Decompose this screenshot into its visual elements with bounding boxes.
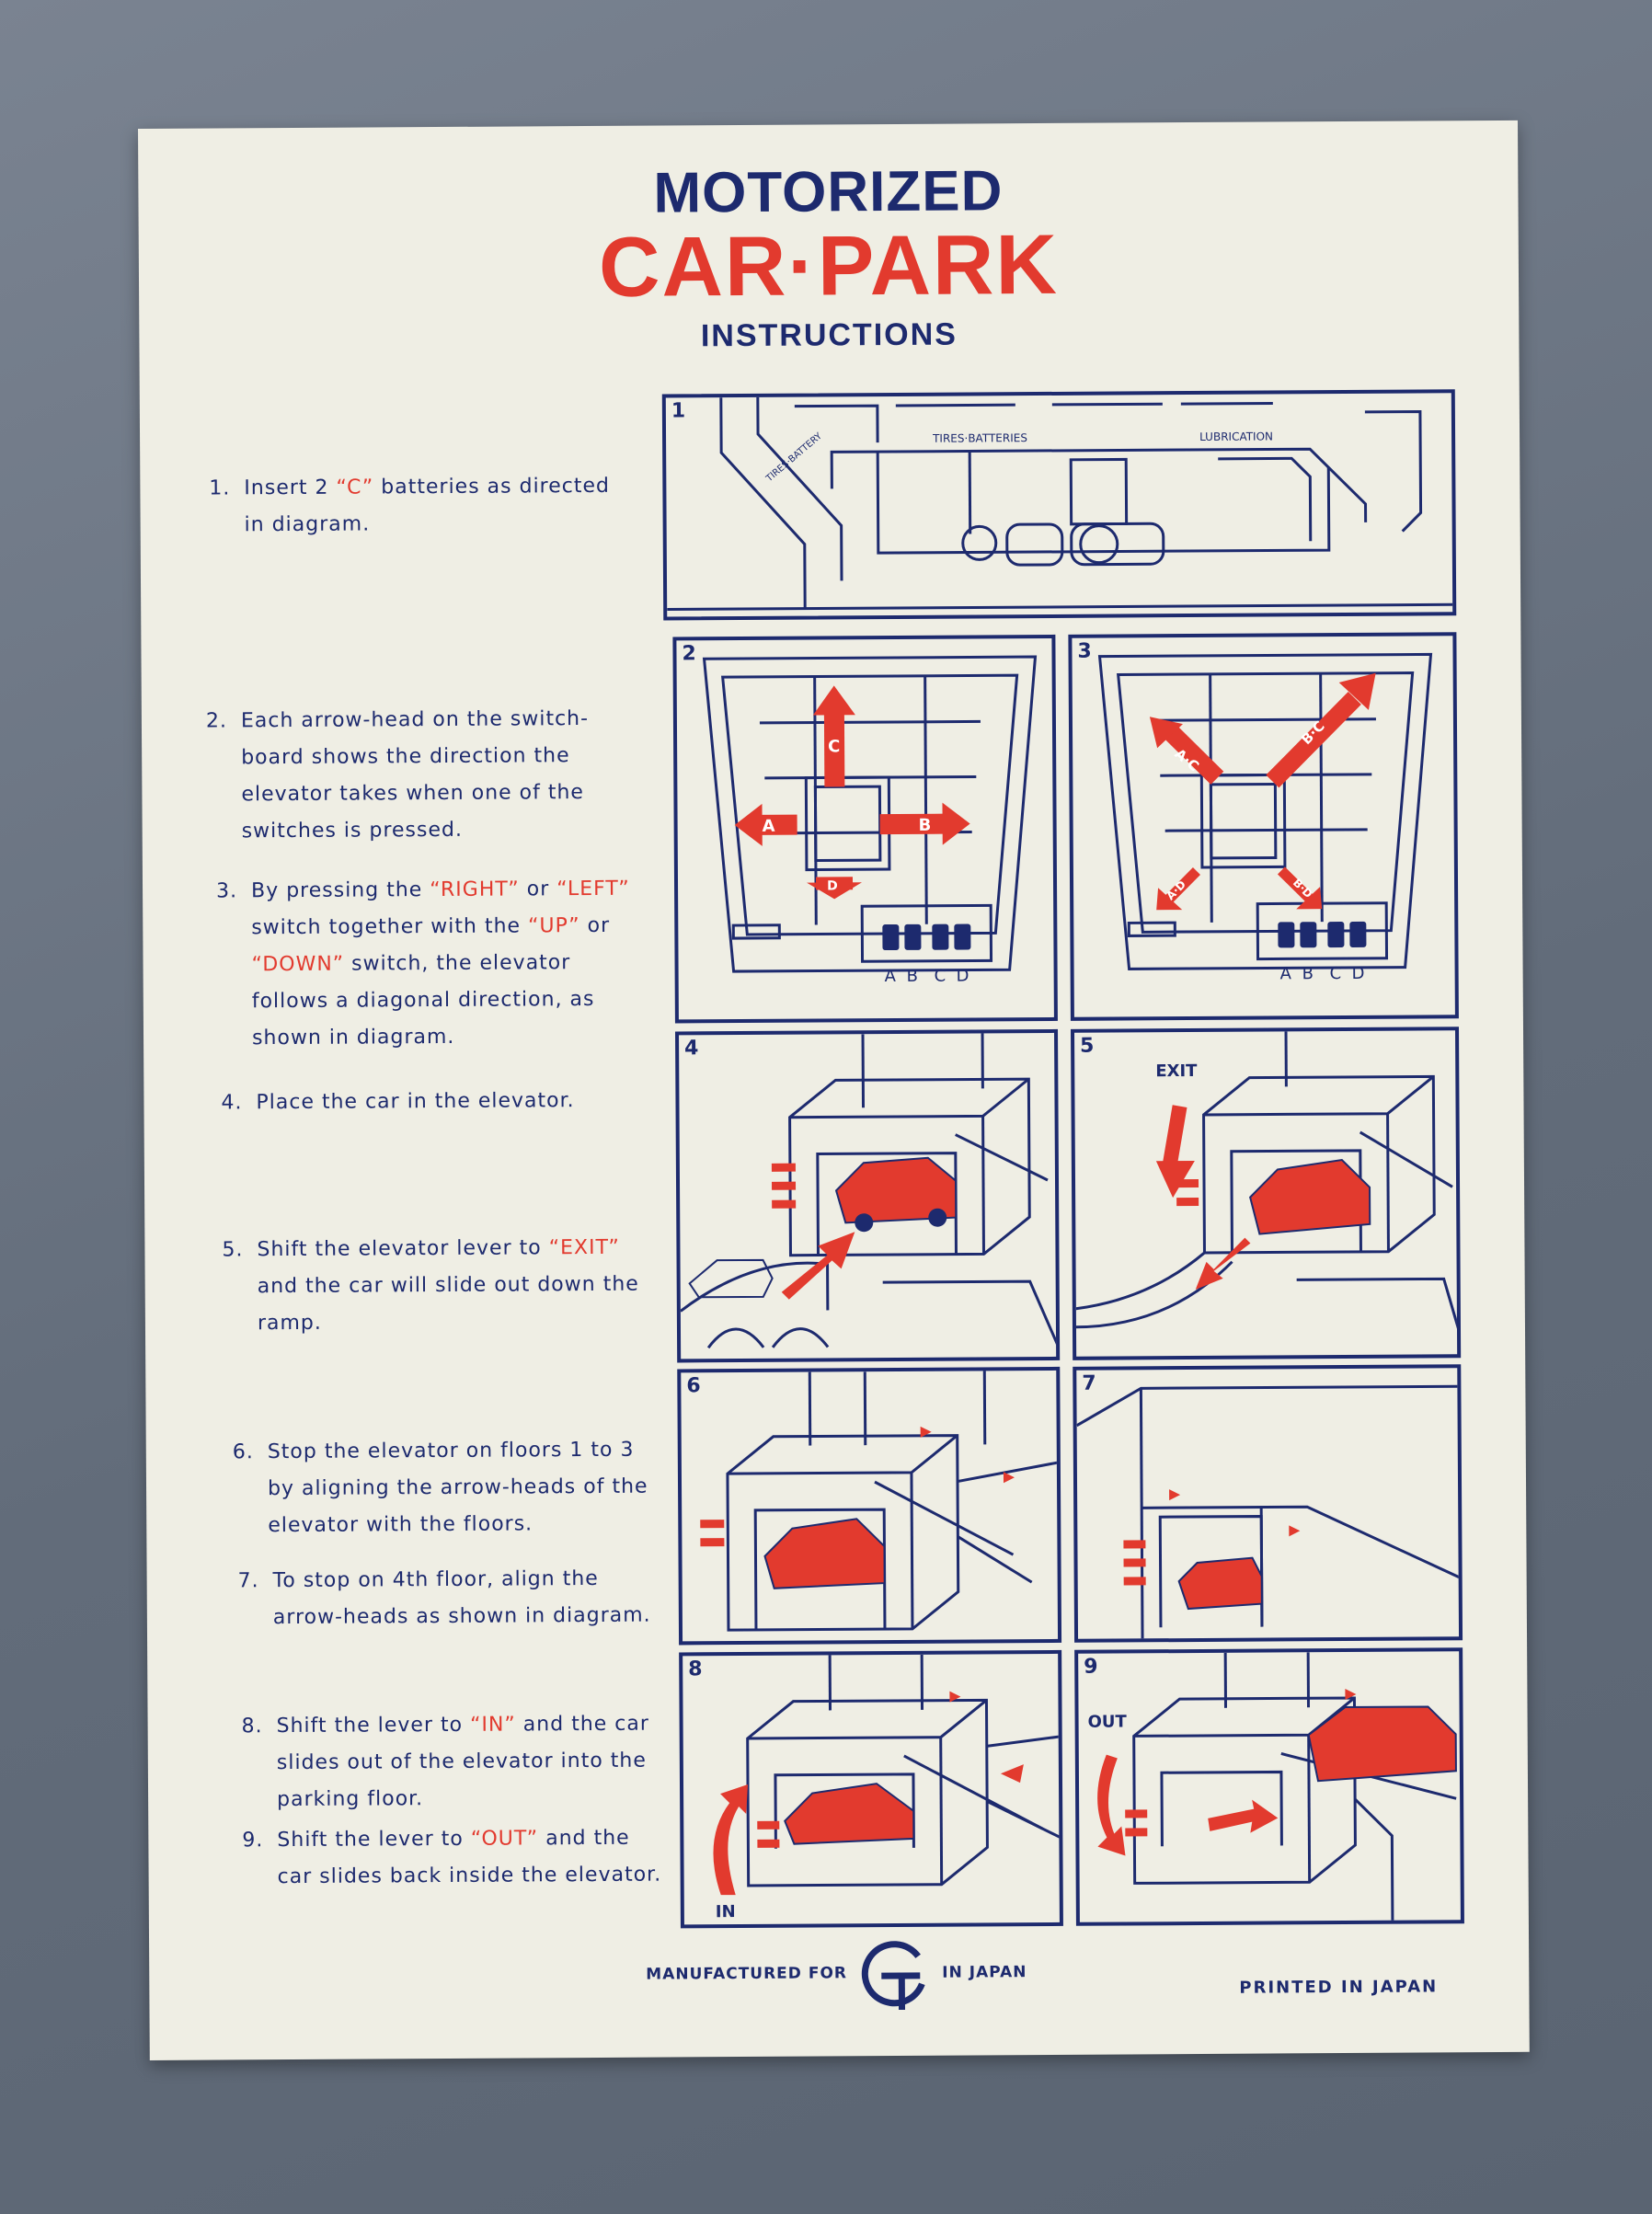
printed-in-japan: PRINTED IN JAPAN: [1239, 1977, 1439, 1998]
step-9: 9. Shift the lever to “OUT” and the car …: [242, 1820, 663, 1897]
sign-tires-battery-side: TIRES·BATTERY: [763, 430, 824, 485]
step-highlight: “IN”: [469, 1713, 516, 1737]
fourth-floor-illustration: [1076, 1384, 1463, 1643]
step-text: Insert 2: [244, 476, 337, 500]
car-out-illustration: OUT: [1088, 1652, 1457, 1926]
step-number: 1.: [209, 476, 231, 500]
title-car-park: CAR·PARK: [598, 217, 1060, 315]
step-text: By pressing the: [250, 878, 430, 903]
panel-number: 4: [684, 1037, 699, 1061]
panel-number: 9: [1084, 1655, 1098, 1679]
step-number: 9.: [242, 1829, 264, 1853]
panel-number: 5: [1080, 1034, 1095, 1058]
sign-lubrication: LUBRICATION: [1199, 430, 1273, 442]
step-number: 4.: [221, 1091, 243, 1115]
step-number: 5.: [222, 1238, 244, 1262]
panel-number: 1: [671, 399, 686, 423]
step-6: 6. Stop the elevator on floors 1 to 3 by…: [233, 1432, 655, 1545]
switch-label-b: B: [1302, 964, 1314, 983]
step-highlight: “EXIT”: [548, 1235, 620, 1260]
arrow-label-a: A: [763, 817, 775, 836]
instruction-sheet: MOTORIZED CAR·PARK INSTRUCTIONS 1. Inser…: [138, 120, 1530, 2060]
step-highlight: “OUT”: [470, 1827, 539, 1851]
arrow-label-d: D: [827, 878, 838, 893]
sign-tires-batteries: TIRES·BATTERIES: [932, 431, 1027, 445]
step-text: Shift the lever to: [277, 1827, 471, 1853]
out-label: OUT: [1088, 1712, 1128, 1731]
step-number: 7.: [237, 1569, 259, 1593]
manufactured-for: MANUFACTURED FOR: [646, 1964, 848, 1984]
diagonal-direction-illustration: A·C B·C A·D B·D A B C D: [1097, 652, 1433, 983]
switch-label-a: A: [885, 967, 897, 986]
step-text: or: [579, 913, 611, 938]
step-8: 8. Shift the lever to “IN” and the car s…: [242, 1706, 663, 1819]
align-floors-illustration: [700, 1371, 1060, 1632]
panel-number: 6: [686, 1374, 701, 1398]
step-text: Shift the elevator lever to: [257, 1236, 549, 1262]
diagram-panel-4: 4: [675, 1028, 1061, 1363]
switch-label-a: A: [1280, 964, 1292, 983]
step-text: Stop the elevator on floors 1 to 3 by al…: [267, 1438, 648, 1538]
switch-label-c: C: [1330, 964, 1342, 983]
battery-compartment-illustration: TIRES·BATTERIES LUBRICATION TIRES·BATTER…: [667, 396, 1457, 611]
manufacturer-logo: [861, 1941, 925, 2010]
diagram-panel-6: 6: [677, 1366, 1062, 1646]
switch-label-d: D: [957, 966, 969, 985]
step-highlight: “DOWN”: [251, 952, 345, 977]
step-highlight: “LEFT”: [556, 877, 630, 901]
panel-number: 7: [1082, 1371, 1096, 1395]
arrow-label-c: C: [828, 737, 840, 756]
step-number: 3.: [215, 879, 238, 903]
in-label: IN: [716, 1902, 736, 1921]
step-text: or: [519, 878, 557, 901]
step-text: switch together with the: [251, 914, 529, 940]
step-number: 2.: [205, 709, 228, 733]
switch-label-b: B: [907, 967, 918, 986]
diagram-panel-5: EXIT 5: [1070, 1027, 1462, 1360]
place-car-illustration: [679, 1033, 1060, 1349]
switch-label-d: D: [1352, 964, 1365, 983]
panel-number: 8: [688, 1658, 703, 1681]
in-japan: IN JAPAN: [942, 1963, 1027, 1982]
step-text: and the car will slide out down the ramp…: [257, 1272, 639, 1336]
diagram-panel-1: TIRES·BATTERIES LUBRICATION TIRES·BATTER…: [661, 389, 1457, 621]
diagram-panel-7: 7: [1073, 1364, 1463, 1643]
step-text: Shift the lever to: [276, 1713, 471, 1738]
step-text: Each arrow-head on the switch-board show…: [240, 707, 590, 843]
panel-number: 2: [682, 642, 696, 666]
switchboard-direction-illustration: C B A D A B C D: [702, 655, 1038, 986]
car-in-illustration: IN: [713, 1654, 1062, 1921]
step-5: 5. Shift the elevator lever to “EXIT” an…: [222, 1230, 644, 1343]
arrow-label-b: B: [919, 816, 932, 835]
title-instructions: INSTRUCTIONS: [700, 316, 958, 354]
diagram-panel-2: C B A D A B C D 2: [672, 634, 1058, 1024]
step-3: 3. By pressing the “RIGHT” or “LEFT” swi…: [216, 871, 638, 1058]
exit-label: EXIT: [1155, 1061, 1198, 1081]
step-1: 1. Insert 2 “C” batteries as directed in…: [209, 468, 630, 545]
step-4: 4. Place the car in the elevator.: [221, 1083, 642, 1122]
step-number: 8.: [241, 1715, 263, 1738]
panel-number: 3: [1077, 639, 1092, 663]
switch-label-c: C: [935, 967, 946, 986]
step-2: 2. Each arrow-head on the switch-board s…: [206, 701, 628, 851]
step-highlight: “RIGHT”: [430, 878, 520, 902]
step-text: To stop on 4th floor, align the arrow-he…: [272, 1566, 651, 1630]
step-text: Place the car in the elevator.: [256, 1089, 575, 1115]
diagram-panel-8: IN 8: [679, 1649, 1063, 1929]
step-highlight: “C”: [336, 476, 374, 499]
diagram-panel-9: OUT 9: [1074, 1647, 1464, 1926]
step-highlight: “UP”: [527, 914, 580, 938]
diagram-panel-3: A·C B·C A·D B·D A B C D 3: [1068, 632, 1459, 1021]
step-7: 7. To stop on 4th floor, align the arrow…: [238, 1561, 660, 1637]
exit-car-illustration: EXIT: [1075, 1031, 1462, 1344]
step-number: 6.: [232, 1440, 254, 1464]
